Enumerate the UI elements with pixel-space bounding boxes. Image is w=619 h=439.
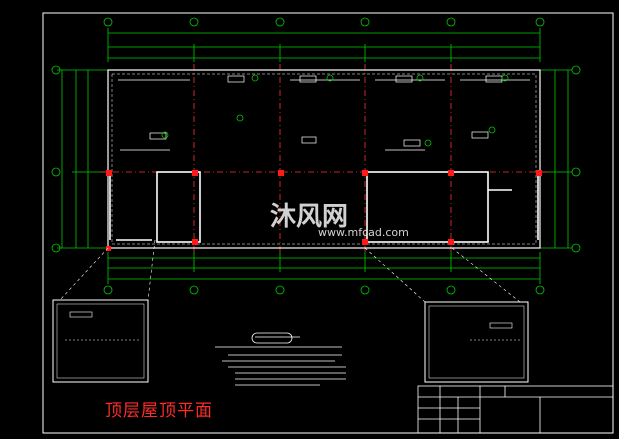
top-dimension-lines xyxy=(107,28,541,62)
title-block xyxy=(417,385,614,434)
watermark: 沐风网 www.mfcad.com xyxy=(270,196,409,239)
columns xyxy=(106,170,542,251)
detail-leaders xyxy=(59,239,521,303)
roof-rooms xyxy=(109,171,539,243)
slope-annotations xyxy=(118,75,530,151)
roof-outline xyxy=(107,69,541,249)
bottom-dimension-lines xyxy=(107,252,541,284)
watermark-url: www.mfcad.com xyxy=(318,226,409,239)
drain-symbols xyxy=(161,74,509,147)
drawing-caption: 顶层屋顶平面 xyxy=(105,401,213,421)
left-dimension-lines xyxy=(57,69,112,249)
parapet-inner xyxy=(111,73,537,245)
notes-block xyxy=(215,332,346,386)
drawing-frame xyxy=(42,12,614,434)
detail-right xyxy=(424,301,529,383)
watermark-name: 沐风网 xyxy=(270,202,349,232)
detail-left xyxy=(52,299,149,383)
right-dimension-lines xyxy=(540,69,572,249)
axis-bubbles xyxy=(51,17,581,295)
